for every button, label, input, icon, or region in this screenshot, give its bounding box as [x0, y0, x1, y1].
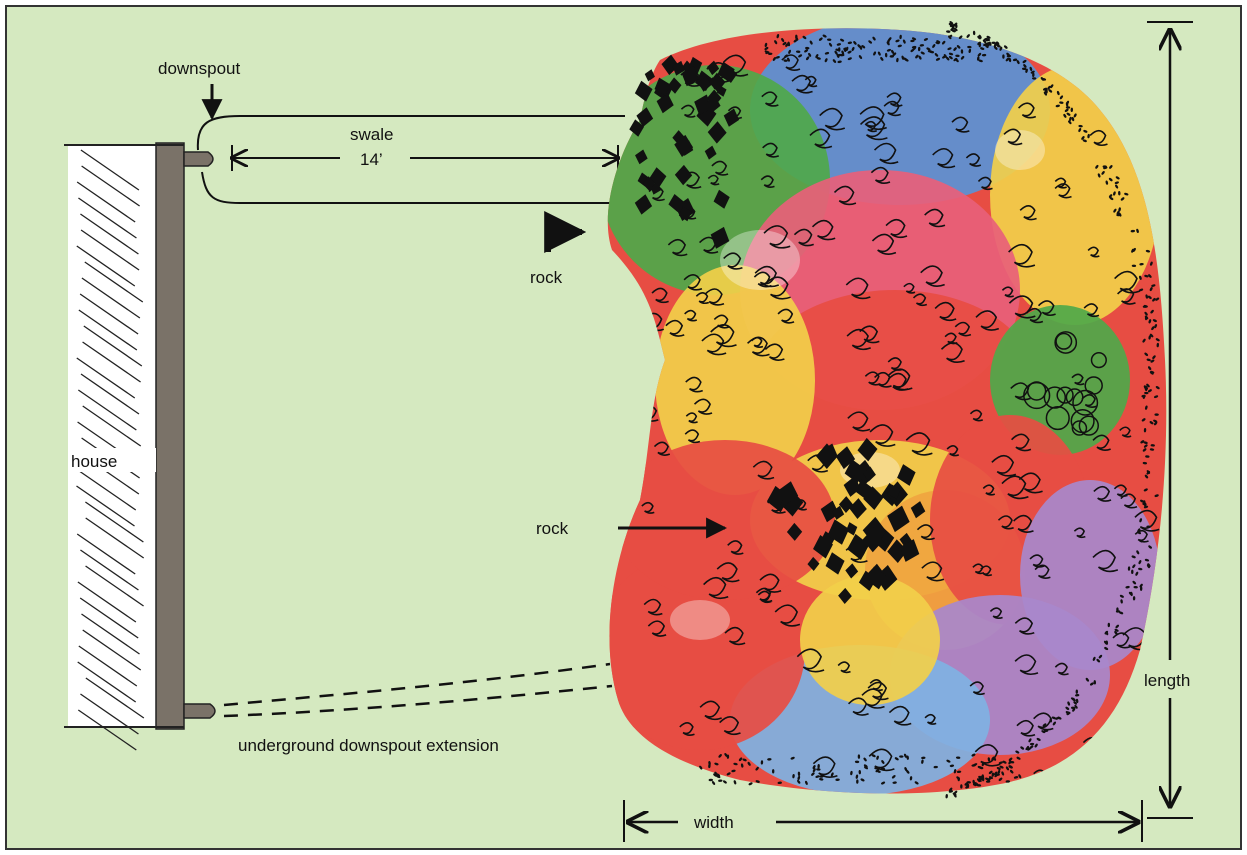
plant-bed	[615, 440, 835, 600]
rain-garden	[595, 15, 1180, 820]
length-label: length	[1144, 671, 1190, 690]
house-label: house	[71, 452, 117, 471]
rock-center-label: rock	[536, 519, 569, 538]
swale-length-label: 14’	[360, 150, 383, 169]
swale-label: swale	[350, 125, 393, 144]
downspout-top	[184, 152, 213, 166]
downspout-top-outlet	[184, 152, 213, 166]
rock-top-label: rock	[530, 268, 563, 287]
width-label: width	[693, 813, 734, 832]
gravel-dot	[1002, 54, 1004, 58]
gravel-dot	[727, 754, 729, 758]
house-wall	[156, 143, 184, 729]
downspout-bottom-outlet	[184, 704, 215, 718]
downspout-bottom	[184, 704, 215, 718]
gravel-dot	[1131, 570, 1133, 574]
paint-highlight	[720, 230, 800, 290]
gravel-dot	[991, 42, 995, 44]
house: house	[64, 143, 184, 750]
paint-highlight	[670, 600, 730, 640]
house-body	[68, 145, 158, 727]
downspout-label: downspout	[158, 59, 241, 78]
extension-label: underground downspout extension	[238, 736, 499, 755]
